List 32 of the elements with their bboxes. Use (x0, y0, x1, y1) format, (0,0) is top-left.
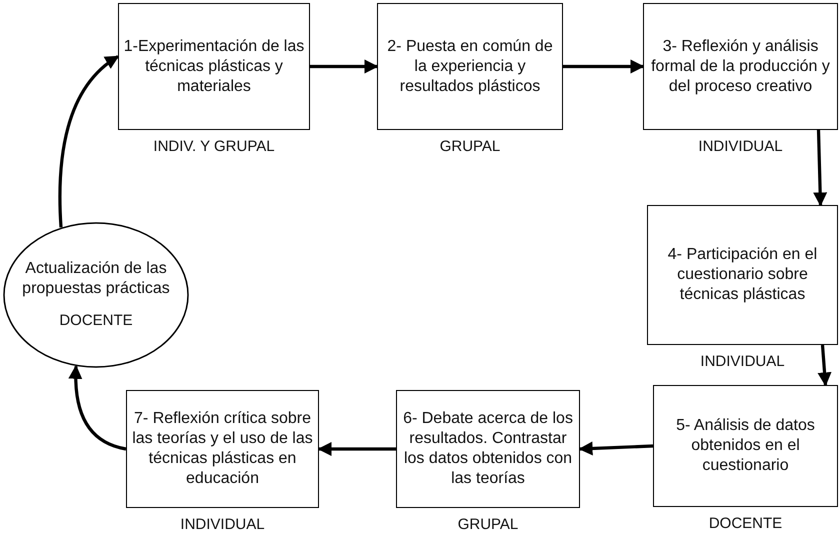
role-label: INDIVIDUAL (699, 353, 786, 370)
step-text: 7- Reflexión crítica sobre las teorías y el uso de las técnicas plásticas en educación (131, 409, 314, 489)
process-box (647, 205, 838, 345)
arrow (813, 130, 828, 206)
role-label: DOCENTE (58, 311, 134, 331)
process-box (643, 3, 838, 130)
role-label: INDIVIDUAL (697, 138, 784, 155)
step-text: Actualización de las propuestas prácticas (21, 259, 171, 299)
role-label: DOCENTE (708, 515, 784, 532)
arrow (578, 442, 654, 456)
step-text: 5- Análisis de datos obtenidos en el cuestionario (675, 416, 816, 476)
role-label: INDIVIDUAL (179, 516, 266, 533)
process-box (396, 390, 580, 508)
step-text: 2- Puesta en común de la experiencia y resultados plásticos (386, 36, 554, 96)
process-box (126, 390, 319, 508)
arrow (68, 364, 126, 451)
step-text: 3- Reflexión y análisis formal de la producción y del proceso creativo (650, 36, 831, 96)
role-label: GRUPAL (438, 138, 502, 155)
arrow (818, 344, 832, 386)
arrow (310, 60, 378, 74)
arrow (563, 60, 644, 74)
role-label: INDIV. Y GRUPAL (152, 138, 276, 155)
step-text: 1-Experimentación de las técnicas plásticas y materiales (122, 36, 306, 96)
ellipse-node (3, 222, 189, 368)
step-text: 6- Debate acerca de los resultados. Contrastar los datos obtenidos con las teorías (402, 409, 574, 489)
arrow (318, 442, 396, 456)
arrow (58, 55, 120, 228)
step-text: 4- Participación en el cuestionario sobre técnicas plásticas (666, 245, 818, 305)
process-box (118, 3, 310, 130)
process-box (653, 385, 838, 507)
process-box (377, 3, 563, 130)
role-label: GRUPAL (456, 516, 520, 533)
